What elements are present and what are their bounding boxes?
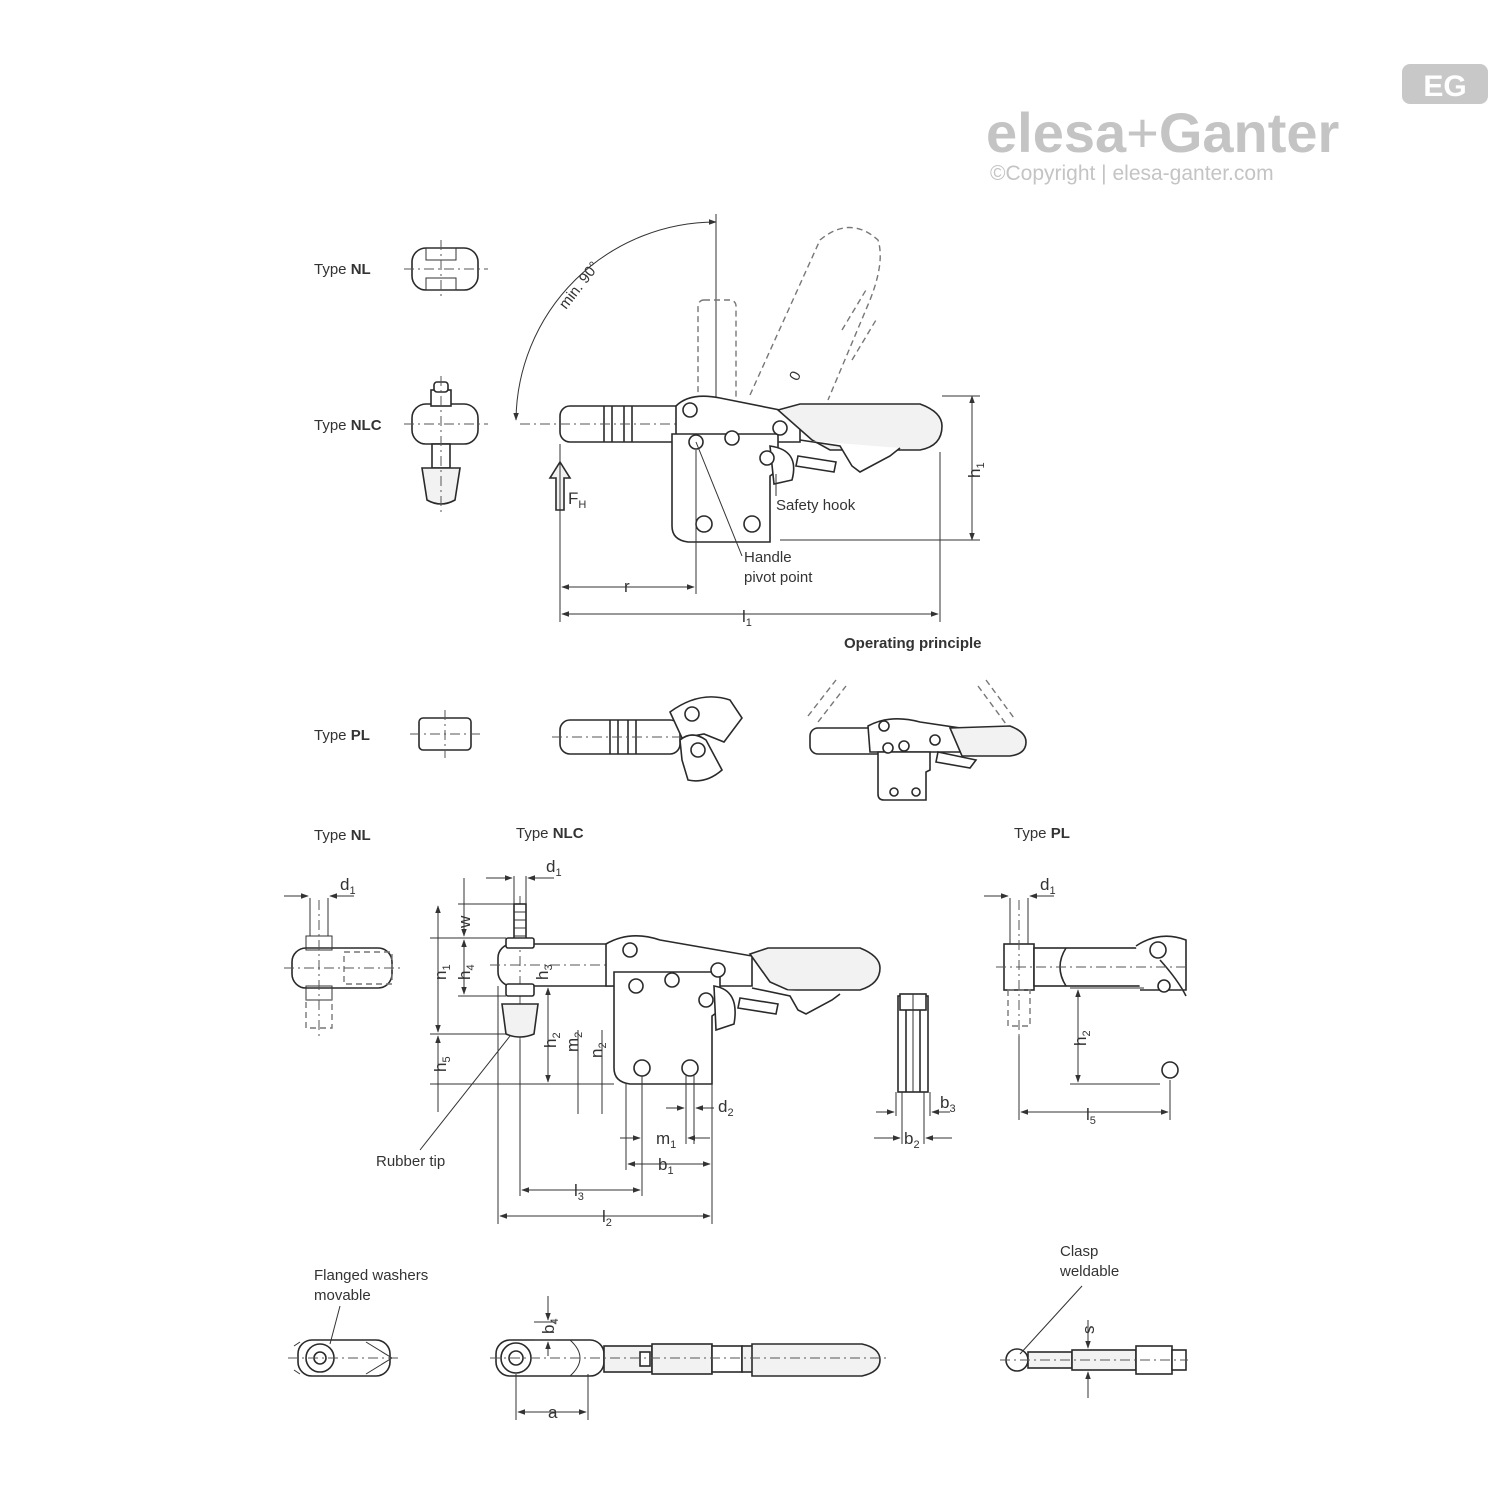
d1-label-pl: d1 <box>1040 875 1056 897</box>
h2-label-pl: h2 <box>1071 1030 1093 1046</box>
eg-badge <box>1402 64 1488 104</box>
type-pl-label-bottom: Type PL <box>1014 825 1070 842</box>
side-profile-view: b3 b2 <box>874 993 956 1151</box>
pl-arm-detail <box>552 696 743 782</box>
type-pl-label-mid: Type PL <box>314 727 370 744</box>
type-nlc-label-bottom: Type NLC <box>516 825 584 842</box>
force-label: FH <box>568 489 586 511</box>
brand-plus: + <box>1126 101 1159 164</box>
m2-label: m2 <box>563 1032 585 1052</box>
l5-label: l5 <box>1086 1105 1096 1127</box>
h4-label: h4 <box>455 964 477 980</box>
type-nlc-label-top: Type NLC <box>314 417 382 434</box>
nl-front-view: d1 <box>284 875 400 1036</box>
h3-label: h3 <box>533 964 555 980</box>
b4-label: b4 <box>539 1318 561 1334</box>
svg-text:0: 0 <box>786 368 805 383</box>
b3-label: b3 <box>940 1093 956 1115</box>
n2-label: n2 <box>587 1042 609 1058</box>
d2-label: d2 <box>718 1097 734 1119</box>
type-nl-label-top: Type NL <box>314 261 371 278</box>
brand-name-part1: elesa <box>986 101 1127 164</box>
brand-logo: EG elesa+Ganter ©Copyright | elesa-gante… <box>986 64 1488 185</box>
w-label: w <box>455 915 474 929</box>
pl-main-drawing: d1 h2 l5 <box>984 875 1187 1127</box>
type-nl-label-bottom: Type NL <box>314 827 371 844</box>
r-label: r <box>624 577 630 596</box>
top-view-assembly: a b4 <box>490 1296 890 1422</box>
d1-label-nlc: d1 <box>546 857 562 879</box>
h5-label: h5 <box>431 1056 453 1072</box>
s-label: s <box>1079 1326 1098 1335</box>
l1-label: l1 <box>742 607 752 629</box>
brand-name: elesa+Ganter <box>986 101 1339 164</box>
nlc-end-view-top <box>404 376 488 512</box>
eg-badge-text: EG <box>1423 70 1466 103</box>
nlc-main-drawing: d1 w h4 n1 h5 h3 h2 m2 n2 Rubber tip <box>376 857 881 1229</box>
b1-label: b1 <box>658 1155 674 1177</box>
n1-label: n1 <box>431 964 453 980</box>
l3-label: l3 <box>574 1181 584 1203</box>
m1-label: m1 <box>656 1129 676 1151</box>
h1-label: h1 <box>965 462 987 478</box>
b2-label: b2 <box>904 1129 920 1151</box>
operating-principle-diagram <box>807 679 1027 801</box>
l2-label: l2 <box>602 1207 612 1229</box>
main-clamp-side-view: min. 90° 0 FH <box>513 214 987 629</box>
a-label: a <box>548 1403 558 1422</box>
rubber-tip-label: Rubber tip <box>376 1153 445 1170</box>
brand-name-part2: Ganter <box>1159 101 1340 164</box>
copyright-text: ©Copyright | elesa-ganter.com <box>990 162 1274 185</box>
pl-end-view-mid <box>410 710 482 758</box>
operating-principle-title: Operating principle <box>844 635 982 652</box>
angle-label: min. 90° <box>556 258 603 312</box>
d1-label-nl: d1 <box>340 875 356 897</box>
safety-hook-label: Safety hook <box>776 497 856 514</box>
nl-end-view-top <box>404 240 488 300</box>
h2-label-nlc: h2 <box>541 1032 563 1048</box>
